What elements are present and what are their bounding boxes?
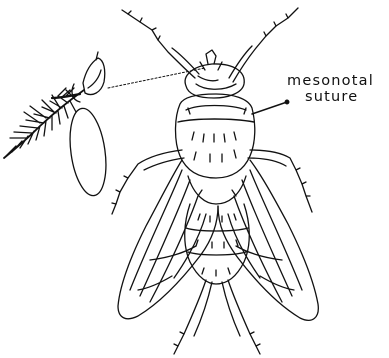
head	[185, 50, 244, 98]
label-pointer-line	[252, 102, 287, 114]
antenna-inset	[4, 52, 111, 198]
annotation-label-line1: mesonotal	[287, 73, 374, 89]
left-wing	[118, 160, 218, 319]
annotation-label-line2: suture	[305, 89, 358, 105]
